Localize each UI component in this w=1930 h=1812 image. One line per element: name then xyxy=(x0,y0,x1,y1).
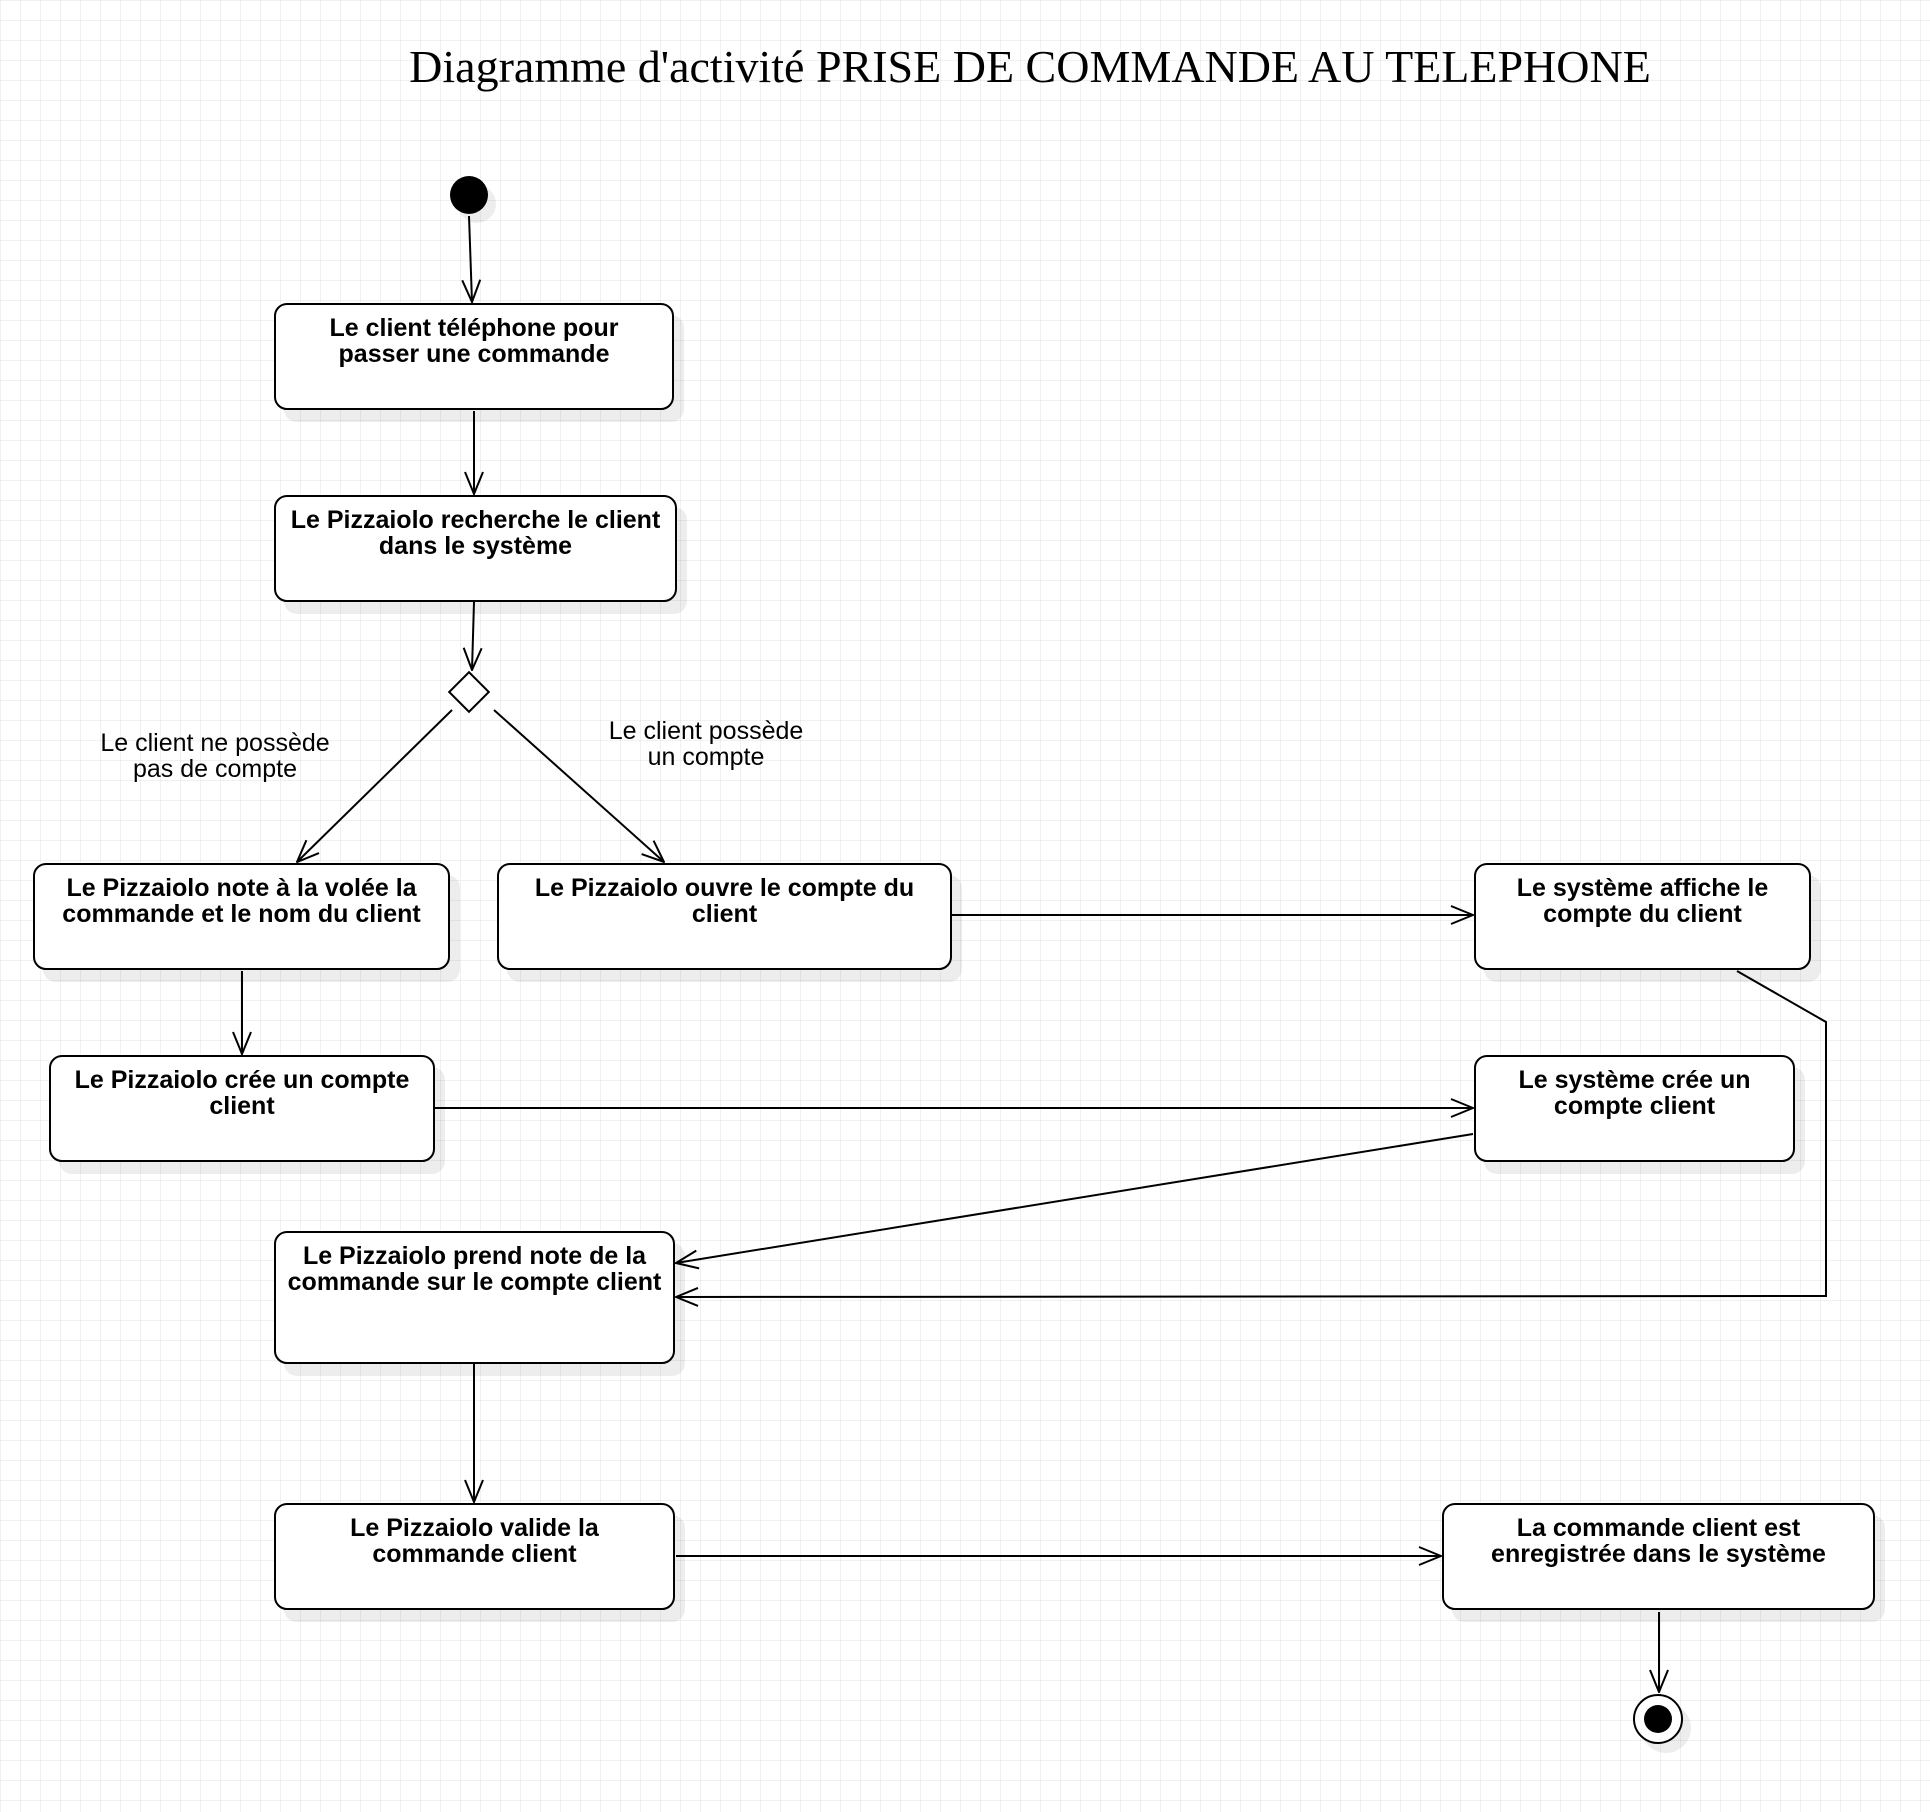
activity-label: La commande client est enregistrée dans … xyxy=(1491,1514,1826,1568)
diagram-title: Diagramme d'activité PRISE DE COMMANDE A… xyxy=(409,41,1651,92)
activity-label: Le système affiche le compte du client xyxy=(1516,874,1769,928)
edge-start-to-client-phone xyxy=(469,215,472,302)
activity-label: Le Pizzaiolo note à la volée la commande… xyxy=(62,874,421,928)
guard-no-account: Le client ne possède pas de compte xyxy=(100,729,330,783)
edge-decision-to-open-account xyxy=(493,709,664,862)
initial-node xyxy=(450,176,488,214)
activity-label: Le système crée un compte client xyxy=(1518,1066,1751,1120)
guard-has-account: Le client possède un compte xyxy=(608,717,804,771)
edge-decision-to-note-order xyxy=(297,709,453,862)
activity-order-saved[interactable]: La commande client est enregistrée dans … xyxy=(1442,1503,1875,1610)
activity-label: Le Pizzaiolo recherche le client dans le… xyxy=(290,506,661,560)
activity-create-account[interactable]: Le Pizzaiolo crée un compte client xyxy=(49,1055,435,1162)
activity-system-create-account[interactable]: Le système crée un compte client xyxy=(1474,1055,1795,1162)
edge-system-create-to-take-order xyxy=(676,1133,1474,1263)
activity-client-phone[interactable]: Le client téléphone pour passer une comm… xyxy=(274,303,674,410)
final-node xyxy=(1633,1694,1683,1744)
edge-search-to-decision xyxy=(472,601,474,670)
activity-system-show-account[interactable]: Le système affiche le compte du client xyxy=(1474,863,1811,970)
activity-label: Le Pizzaiolo prend note de la commande s… xyxy=(287,1242,662,1296)
activity-label: Le Pizzaiolo crée un compte client xyxy=(74,1066,410,1120)
activity-validate-order[interactable]: Le Pizzaiolo valide la commande client xyxy=(274,1503,675,1610)
activity-open-account[interactable]: Le Pizzaiolo ouvre le compte du client xyxy=(497,863,952,970)
activity-label: Le Pizzaiolo ouvre le compte du client xyxy=(534,874,915,928)
activity-label: Le Pizzaiolo valide la commande client xyxy=(350,1514,599,1568)
activity-note-order-name[interactable]: Le Pizzaiolo note à la volée la commande… xyxy=(33,863,450,970)
activity-label: Le client téléphone pour passer une comm… xyxy=(329,314,619,368)
activity-search-client[interactable]: Le Pizzaiolo recherche le client dans le… xyxy=(274,495,677,602)
activity-take-order-account[interactable]: Le Pizzaiolo prend note de la commande s… xyxy=(274,1231,675,1364)
edge-system-show-to-take-order xyxy=(676,970,1827,1297)
